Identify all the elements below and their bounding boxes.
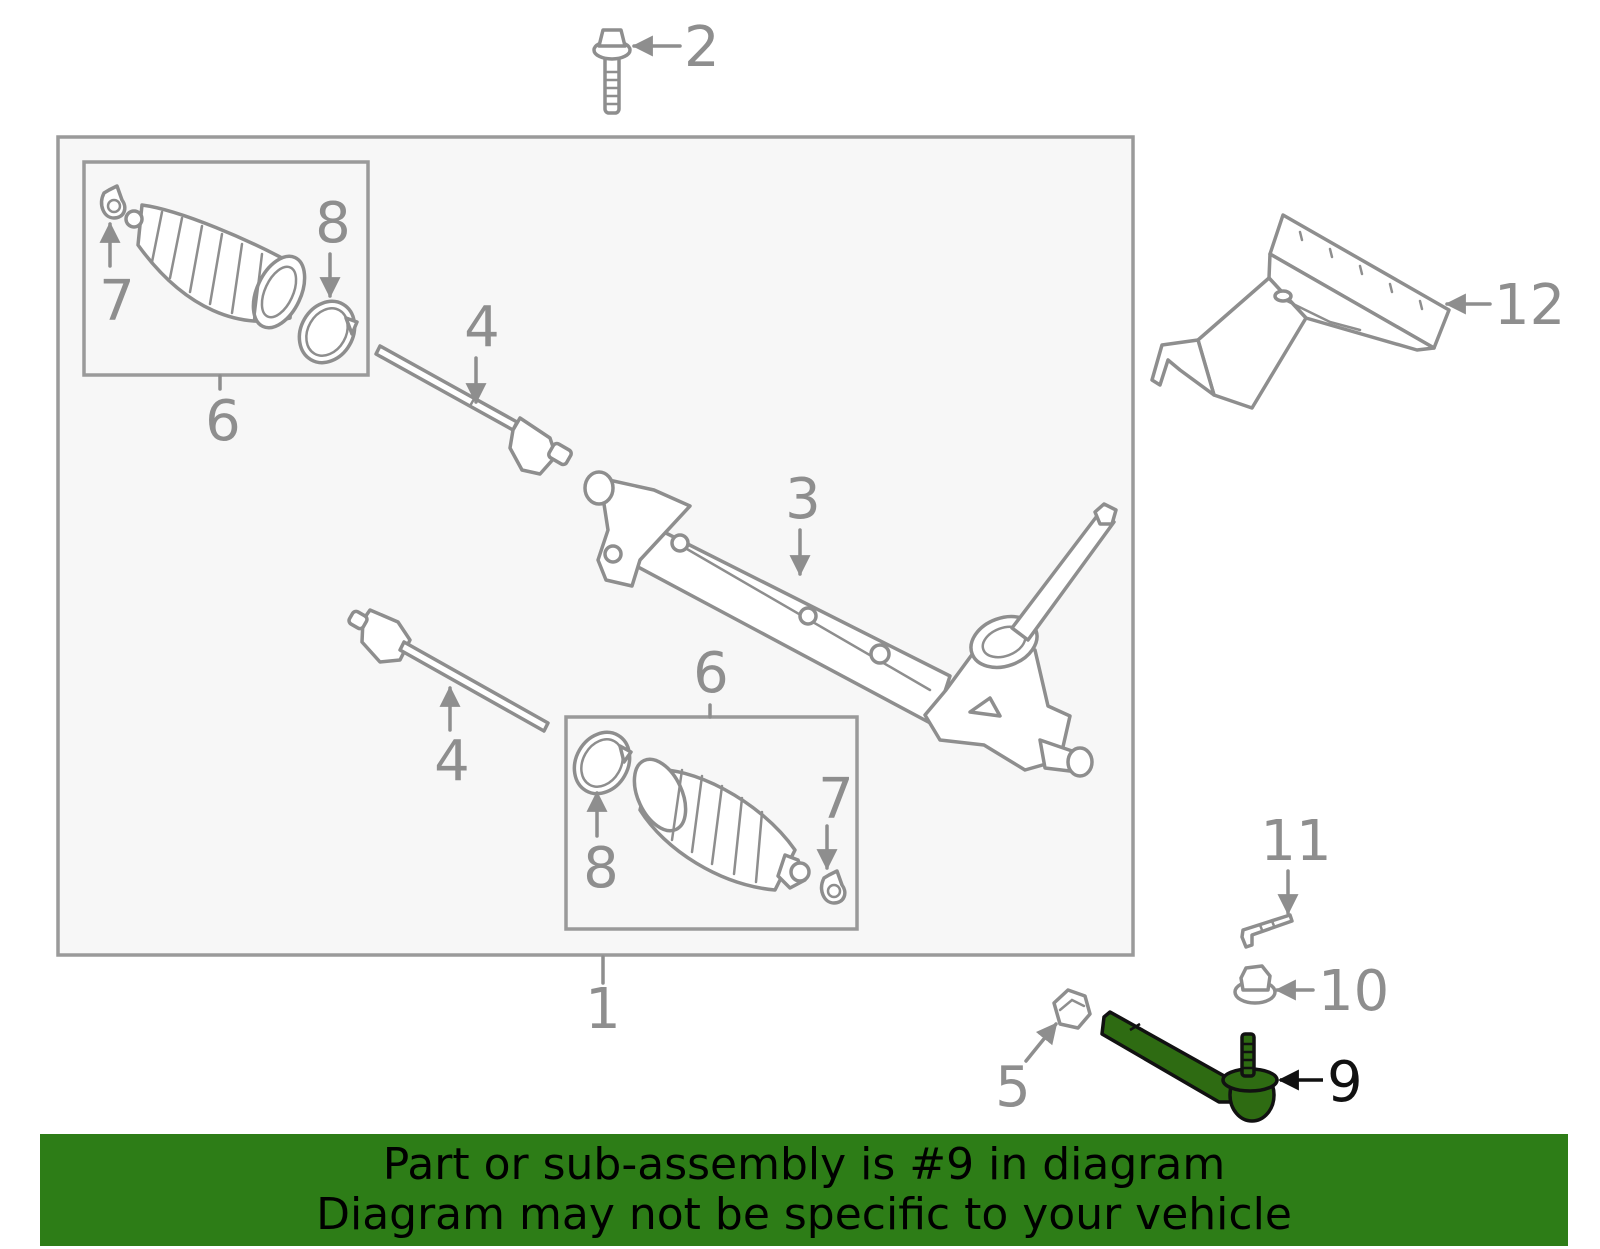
callout-2: 2 xyxy=(684,15,720,80)
callout-6-upper: 6 xyxy=(205,389,241,454)
callout-8-lower: 8 xyxy=(583,836,619,901)
bolt-part xyxy=(592,28,632,115)
callout-4-lower: 4 xyxy=(434,729,470,794)
boot-lower xyxy=(632,757,811,892)
clamp-ring-lower xyxy=(572,730,633,796)
clip-upper xyxy=(99,184,127,220)
tie-rod-lower xyxy=(347,608,550,733)
callout-5: 5 xyxy=(995,1055,1031,1120)
callout-12: 12 xyxy=(1494,273,1565,338)
tie-rod-upper xyxy=(374,344,573,476)
clip-lower xyxy=(819,869,847,905)
footer-banner: Part or sub-assembly is #9 in diagram Di… xyxy=(40,1134,1568,1246)
callout-1: 1 xyxy=(585,977,621,1042)
callout-7-lower: 7 xyxy=(818,767,854,832)
retainer-clip-part xyxy=(1240,913,1294,949)
bracket-part xyxy=(1150,213,1451,410)
footer-line-1: Part or sub-assembly is #9 in diagram xyxy=(382,1139,1226,1190)
leader-lines xyxy=(99,35,1492,1091)
boot-upper xyxy=(124,203,307,330)
cap-part xyxy=(1052,988,1092,1030)
callout-8-upper: 8 xyxy=(315,191,351,256)
footer-line-2: Diagram may not be specific to your vehi… xyxy=(316,1189,1292,1240)
steering-rack xyxy=(583,470,1118,778)
callout-6-lower: 6 xyxy=(693,641,729,706)
callout-11: 11 xyxy=(1260,809,1331,874)
nut-part xyxy=(1233,964,1277,1005)
callout-3: 3 xyxy=(785,467,821,532)
callout-9: 9 xyxy=(1327,1050,1363,1115)
callout-10: 10 xyxy=(1318,959,1389,1024)
callout-7-upper: 7 xyxy=(99,269,135,334)
callout-4-upper: 4 xyxy=(464,295,500,360)
clamp-ring-upper xyxy=(297,299,359,365)
tie-rod-end-part xyxy=(1100,1010,1279,1123)
